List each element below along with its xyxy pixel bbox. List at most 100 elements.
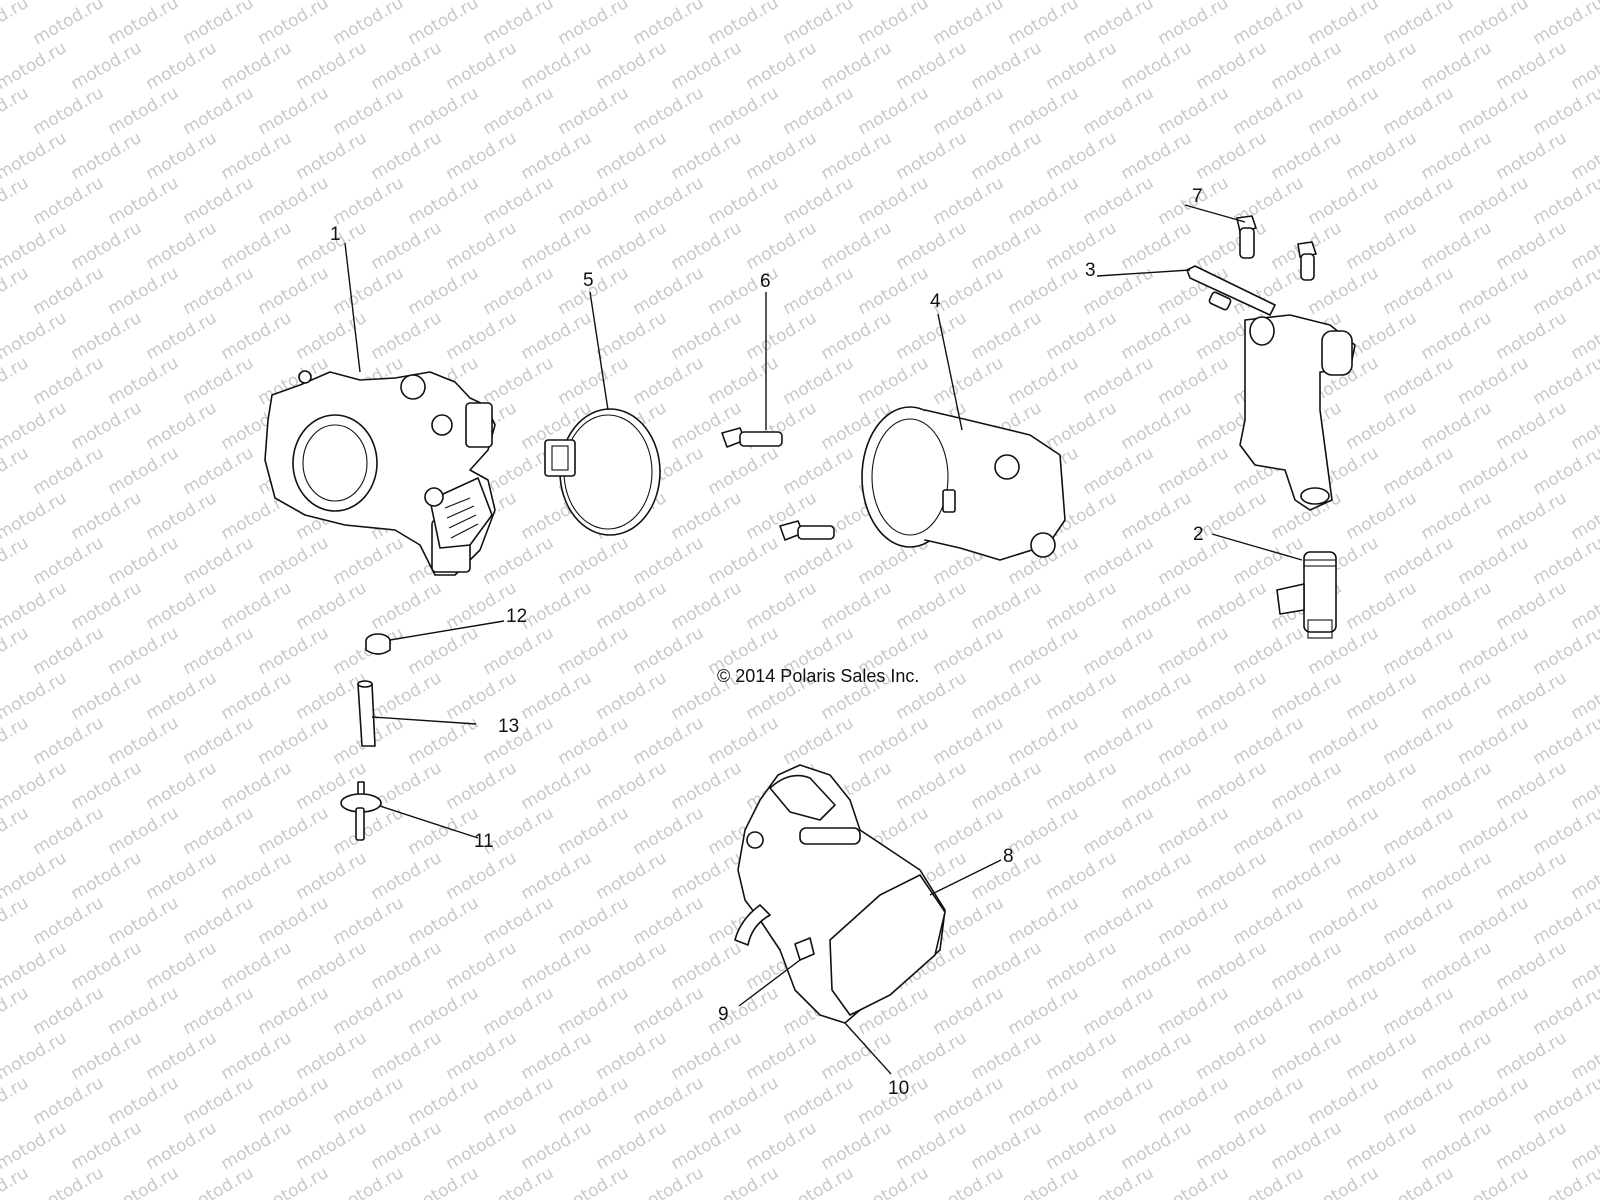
watermark-text: motod.ru: [143, 668, 221, 724]
watermark-text: motod.ru: [1230, 0, 1308, 49]
watermark-text: motod.ru: [180, 0, 258, 49]
watermark-text: motod.ru: [1230, 1163, 1308, 1200]
callout-2: 2: [1193, 524, 1204, 545]
watermark-text: motod.ru: [1418, 1028, 1496, 1084]
watermark-text: motod.ru: [1268, 668, 1346, 724]
watermark-text: motod.ru: [30, 983, 108, 1039]
watermark-text: motod.ru: [593, 668, 671, 724]
watermark-text: motod.ru: [968, 758, 1046, 814]
watermark-text: motod.ru: [1530, 803, 1600, 859]
watermark-text: motod.ru: [1455, 0, 1533, 49]
watermark-text: motod.ru: [143, 938, 221, 994]
watermark-text: motod.ru: [443, 38, 521, 94]
watermark-text: motod.ru: [518, 38, 596, 94]
watermark-text: motod.ru: [1193, 128, 1271, 184]
watermark-text: motod.ru: [743, 38, 821, 94]
watermark-text: motod.ru: [1193, 848, 1271, 904]
watermark-text: motod.ru: [105, 533, 183, 589]
watermark-text: motod.ru: [68, 668, 146, 724]
watermark-text: motod.ru: [1380, 983, 1458, 1039]
watermark-text: motod.ru: [630, 983, 708, 1039]
watermark-text: motod.ru: [405, 1073, 483, 1129]
watermark-text: motod.ru: [368, 848, 446, 904]
watermark-text: motod.ru: [68, 218, 146, 274]
watermark-text: motod.ru: [743, 128, 821, 184]
watermark-text: motod.ru: [855, 1163, 933, 1200]
watermark-text: motod.ru: [1043, 578, 1121, 634]
watermark-text: motod.ru: [930, 1073, 1008, 1129]
watermark-text: motod.ru: [1043, 218, 1121, 274]
watermark-text: motod.ru: [1493, 128, 1571, 184]
watermark-text: motod.ru: [705, 713, 783, 769]
watermark-text: motod.ru: [855, 263, 933, 319]
watermark-text: motod.ru: [180, 983, 258, 1039]
watermark-text: motod.ru: [180, 1163, 258, 1200]
watermark-text: motod.ru: [1080, 83, 1158, 139]
watermark-text: motod.ru: [180, 1073, 258, 1129]
watermark-text: motod.ru: [218, 38, 296, 94]
watermark-text: motod.ru: [1043, 668, 1121, 724]
watermark-text: motod.ru: [405, 893, 483, 949]
bolt-part-6: [721, 427, 835, 541]
watermark-text: motod.ru: [68, 758, 146, 814]
watermark-text: motod.ru: [893, 758, 971, 814]
watermark-text: motod.ru: [593, 938, 671, 994]
watermark-text: motod.ru: [443, 848, 521, 904]
watermark-text: motod.ru: [30, 263, 108, 319]
watermark-text: motod.ru: [68, 848, 146, 904]
watermark-text: motod.ru: [1455, 353, 1533, 409]
watermark-text: motod.ru: [968, 38, 1046, 94]
watermark-text: motod.ru: [1155, 623, 1233, 679]
watermark-text: motod.ru: [518, 218, 596, 274]
watermark-text: motod.ru: [1155, 0, 1233, 49]
watermark-text: motod.ru: [593, 578, 671, 634]
watermark-text: motod.ru: [593, 308, 671, 364]
watermark-text: motod.ru: [743, 1028, 821, 1084]
watermark-text: motod.ru: [1230, 623, 1308, 679]
watermark-text: motod.ru: [518, 578, 596, 634]
watermark-text: motod.ru: [68, 308, 146, 364]
watermark-text: motod.ru: [180, 353, 258, 409]
watermark-text: motod.ru: [668, 578, 746, 634]
watermark-text: motod.ru: [555, 533, 633, 589]
watermark-text: motod.ru: [330, 1073, 408, 1129]
watermark-text: motod.ru: [668, 1118, 746, 1174]
watermark-text: motod.ru: [218, 578, 296, 634]
callout-11: 11: [474, 831, 494, 852]
callout-3: 3: [1085, 260, 1096, 281]
watermark-text: motod.ru: [1193, 1118, 1271, 1174]
watermark-text: motod.ru: [1005, 173, 1083, 229]
watermark-text: motod.ru: [1005, 1163, 1083, 1200]
watermark-text: motod.ru: [480, 1073, 558, 1129]
watermark-text: motod.ru: [518, 1118, 596, 1174]
watermark-text: motod.ru: [1118, 1118, 1196, 1174]
watermark-text: motod.ru: [1268, 38, 1346, 94]
watermark-text: motod.ru: [1043, 38, 1121, 94]
watermark-text: motod.ru: [630, 1073, 708, 1129]
watermark-text: motod.ru: [368, 578, 446, 634]
watermark-text: motod.ru: [1080, 983, 1158, 1039]
watermark-text: motod.ru: [593, 848, 671, 904]
watermark-text: motod.ru: [1005, 263, 1083, 319]
watermark-text: motod.ru: [1118, 218, 1196, 274]
watermark-text: motod.ru: [555, 713, 633, 769]
watermark-text: motod.ru: [1043, 758, 1121, 814]
watermark-text: motod.ru: [1043, 128, 1121, 184]
watermark-text: motod.ru: [405, 0, 483, 49]
watermark-text: motod.ru: [1155, 1163, 1233, 1200]
watermark-text: motod.ru: [818, 578, 896, 634]
watermark-text: motod.ru: [705, 173, 783, 229]
watermark-text: motod.ru: [330, 893, 408, 949]
watermark-text: motod.ru: [593, 1118, 671, 1174]
watermark-text: motod.ru: [0, 668, 70, 724]
watermark-text: motod.ru: [0, 0, 32, 49]
watermark-text: motod.ru: [255, 713, 333, 769]
watermark-text: motod.ru: [1305, 803, 1383, 859]
copyright-text: © 2014 Polaris Sales Inc.: [717, 666, 919, 686]
callout-4: 4: [930, 291, 941, 312]
watermark-text: motod.ru: [105, 983, 183, 1039]
watermark-text: motod.ru: [1005, 623, 1083, 679]
watermark-text: motod.ru: [1343, 128, 1421, 184]
watermark-text: motod.ru: [1380, 1073, 1458, 1129]
